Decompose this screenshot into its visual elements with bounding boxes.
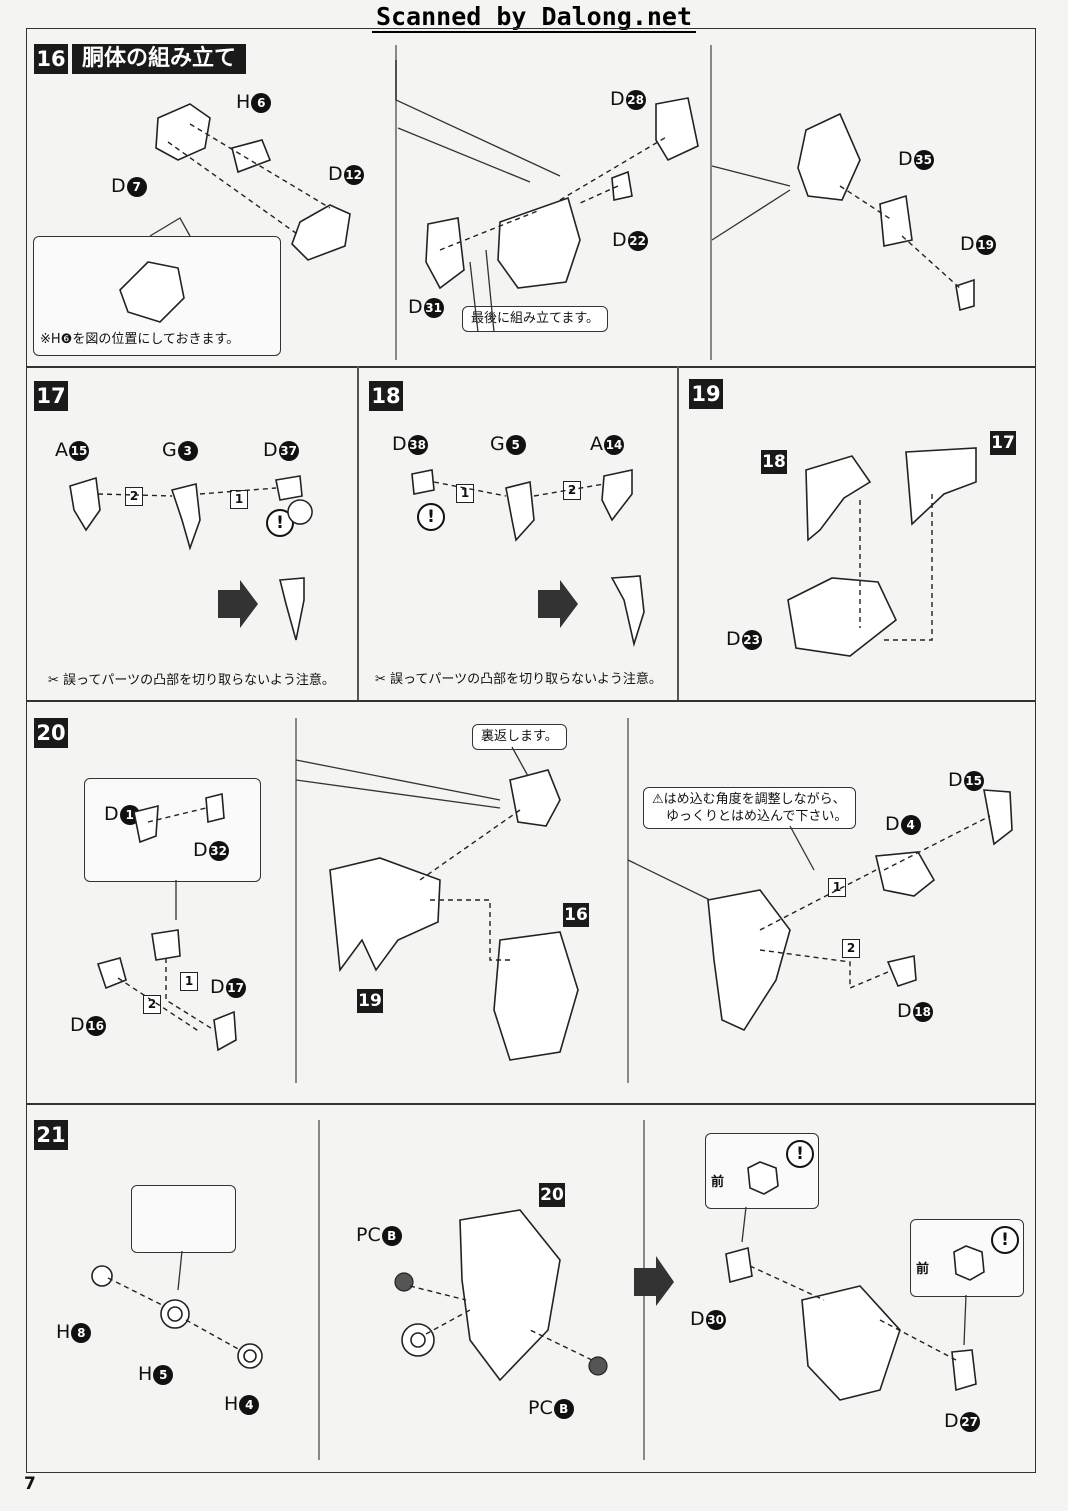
caution-icon: ✂ <box>48 673 59 688</box>
sequence-number: 1 <box>180 972 198 991</box>
detail-box <box>131 1185 236 1253</box>
divider <box>395 45 397 360</box>
instruction-note: ✂ 誤ってパーツの凸部を切り取らないよう注意。 <box>375 672 662 687</box>
step-number: 17 <box>34 381 68 411</box>
instruction-note: ※H❻を図の位置にしておきます。 <box>40 332 240 347</box>
warning-icon: ! <box>417 503 445 531</box>
sequence-number: 1 <box>230 490 248 509</box>
scan-credit: Scanned by Dalong.net <box>0 2 1068 33</box>
step-number: 16 <box>34 44 68 74</box>
instruction-note: ✂ 誤ってパーツの凸部を切り取らないよう注意。 <box>48 673 335 688</box>
assembly-tag: 18 <box>761 450 787 474</box>
page-number: 7 <box>24 1474 36 1494</box>
assembly-tag: 16 <box>563 903 589 927</box>
sequence-number: 2 <box>125 487 143 506</box>
divider <box>318 1120 320 1460</box>
divider <box>710 45 712 360</box>
callout-assemble-last: 最後に組み立てます。 <box>462 306 609 332</box>
divider <box>295 718 297 1083</box>
warning-icon: ! <box>991 1226 1019 1254</box>
divider <box>26 366 1036 368</box>
front-label: 前 <box>711 1175 725 1190</box>
sequence-number: 2 <box>842 939 860 958</box>
divider <box>26 1103 1036 1105</box>
assembly-tag: 17 <box>990 431 1016 455</box>
step-title: 胴体の組み立て <box>72 44 247 74</box>
step-number: 19 <box>689 379 723 409</box>
step-number: 21 <box>34 1120 68 1150</box>
page-frame <box>26 28 1036 1473</box>
detail-box <box>84 778 261 882</box>
caution-icon: ✂ <box>375 672 386 687</box>
divider <box>627 718 629 1083</box>
warning-icon: ! <box>786 1140 814 1168</box>
callout-adjust-angle: ⚠はめ込む角度を調整しながら、ゆっくりとはめ込んで下さい。 <box>643 787 857 829</box>
assembly-tag: 19 <box>357 989 383 1013</box>
divider <box>677 366 679 700</box>
step-number: 20 <box>34 718 68 748</box>
sequence-number: 2 <box>143 995 161 1014</box>
assembly-tag: 20 <box>539 1183 565 1207</box>
callout-flip: 裏返します。 <box>472 724 567 750</box>
front-label: 前 <box>916 1262 930 1277</box>
step-number: 18 <box>369 381 403 411</box>
divider <box>26 700 1036 702</box>
divider <box>357 366 359 700</box>
